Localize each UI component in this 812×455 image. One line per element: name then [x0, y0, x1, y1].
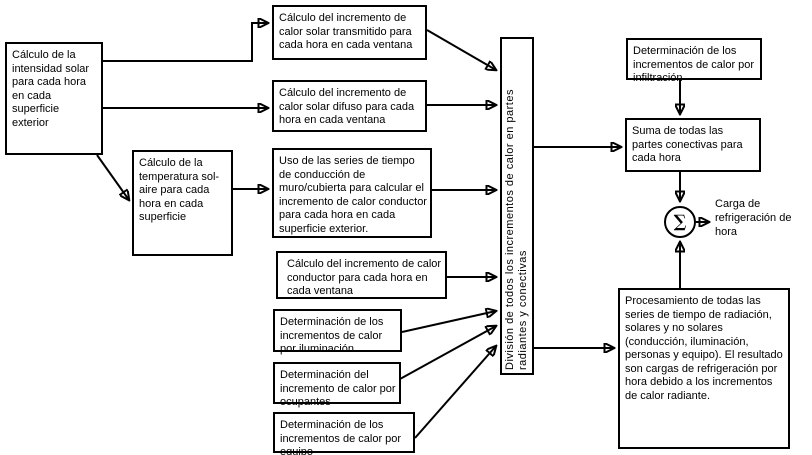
node-procesamiento-radiante: Procesamiento de todas las series de tie… — [618, 288, 790, 449]
node-series-conduccion: Uso de las series de tiempo de conducció… — [272, 148, 432, 238]
arrow-intensidad-to-transmitido — [103, 23, 268, 62]
node-suma-conectivas: Suma de todas las partes conectivas para… — [625, 118, 761, 172]
arrow-iluminacion-to-division — [401, 311, 496, 333]
arrow-equipo-to-division — [414, 346, 496, 439]
node-calor-infiltracion: Determinación de los incrementos de calo… — [626, 38, 762, 84]
node-calor-conductor-ventana: Cálculo del incremento de calor conducto… — [276, 251, 447, 299]
node-temperatura-sol-aire: Cálculo de la temperatura sol-aire para … — [132, 150, 233, 256]
node-calor-solar-difuso: Cálculo del incremento de calor solar di… — [272, 80, 427, 132]
sigma-summation-symbol: ∑ — [664, 206, 696, 238]
node-calor-solar-transmitido: Cálculo del incremento de calor solar tr… — [272, 5, 427, 60]
node-division-radiante-conectiva: División de todos los incrementos de cal… — [500, 37, 534, 375]
arrow-intensidad-to-temperatura — [96, 154, 129, 200]
arrow-transmitido-to-division — [426, 29, 496, 70]
output-label-carga-refrigeracion: Carga de refrigeración de hora — [715, 198, 792, 238]
node-calor-equipo: Determinación de los incrementos de calo… — [273, 412, 415, 455]
arrow-ocupantes-to-division — [399, 326, 496, 380]
node-calor-ocupantes: Determinación del incremento de calor po… — [273, 362, 401, 408]
node-intensidad-solar: Cálculo de la intensidad solar para cada… — [5, 42, 103, 155]
node-calor-iluminacion: Determinación de los incrementos de calo… — [273, 309, 402, 355]
